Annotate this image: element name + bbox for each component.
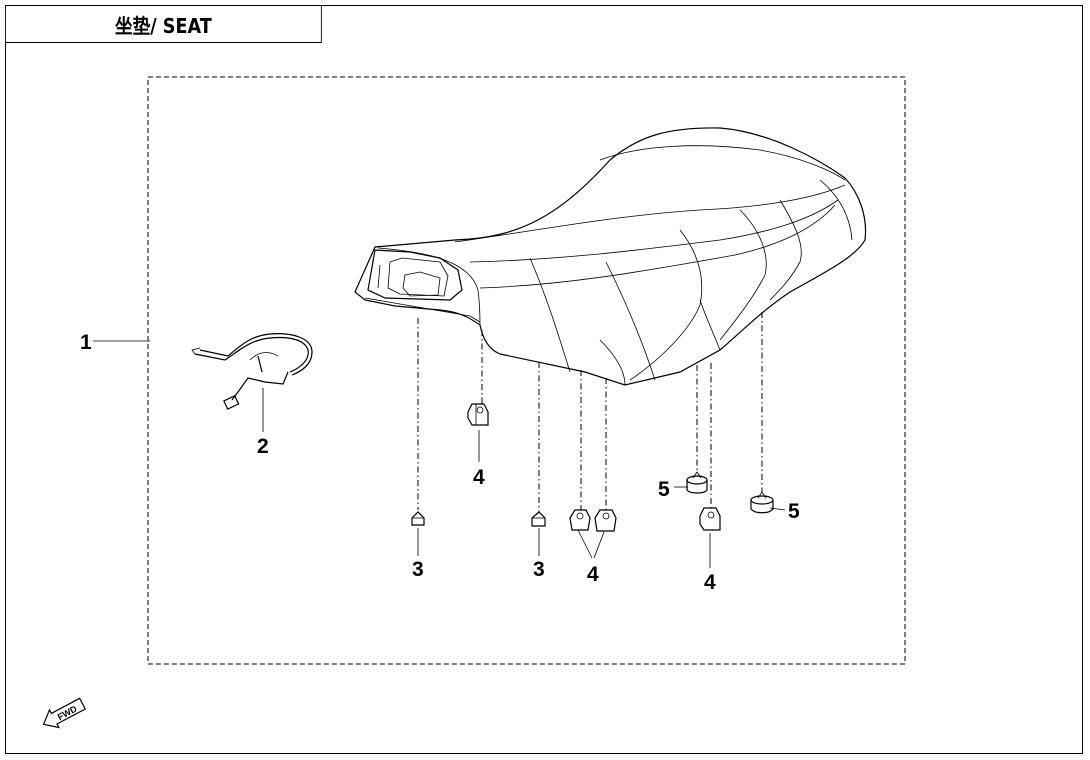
drawing-frame xyxy=(5,5,1083,754)
callout-2: 2 xyxy=(257,435,269,458)
page-title: 坐垫/ SEAT xyxy=(5,5,322,43)
clip-part-4 xyxy=(699,507,721,531)
assembly-boundary xyxy=(147,76,906,665)
callout-5: 5 xyxy=(658,478,670,501)
callout-4: 4 xyxy=(704,571,716,594)
callout-4: 4 xyxy=(587,563,599,586)
callout-3: 3 xyxy=(533,558,545,581)
collar-part-3 xyxy=(411,511,425,526)
collar-part-3 xyxy=(531,511,546,527)
tail-light-harness xyxy=(191,333,313,410)
callout-4: 4 xyxy=(473,466,485,489)
cushion-part-5 xyxy=(750,491,774,514)
clip-part-4 xyxy=(594,509,617,532)
fwd-arrow-icon: FWD xyxy=(42,697,87,729)
callout-1: 1 xyxy=(80,331,92,354)
callout-5: 5 xyxy=(788,500,800,523)
callout-3: 3 xyxy=(412,558,424,581)
cushion-part-5 xyxy=(686,471,708,494)
clip-part-4 xyxy=(569,509,591,531)
clip-part-4 xyxy=(467,403,489,426)
seat-assembly xyxy=(354,127,867,386)
fwd-label: FWD xyxy=(56,703,79,722)
